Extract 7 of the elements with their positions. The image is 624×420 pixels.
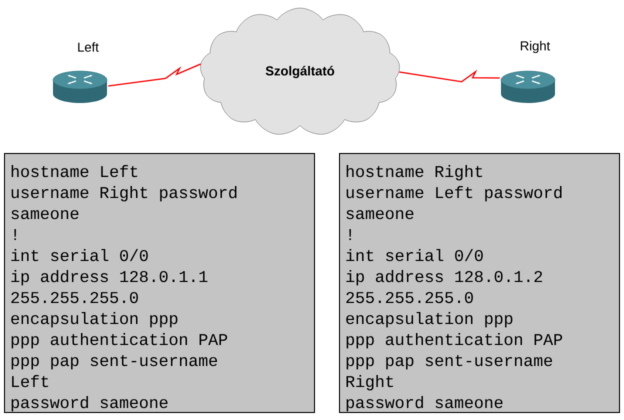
cloud: Szolgáltató [200,8,400,134]
config-box: hostname Right username Left password sameone ! int serial 0/0 ip address 128.0.1.2 255.255.255.0 encapsulation ppp ppp authentication PAP ppp pap sent-username Right password sameone [339,153,620,413]
serial-link [108,63,202,87]
router-label: Left [78,42,99,52]
config-box: hostname Left username Right password sameone ! int serial 0/0 ip address 128.0.1.1 255.255.255.0 encapsulation ppp ppp authentication PAP ppp pap sent-username Left password sameone [4,153,315,413]
serial-link [399,70,500,82]
router-label: Right [520,40,550,54]
